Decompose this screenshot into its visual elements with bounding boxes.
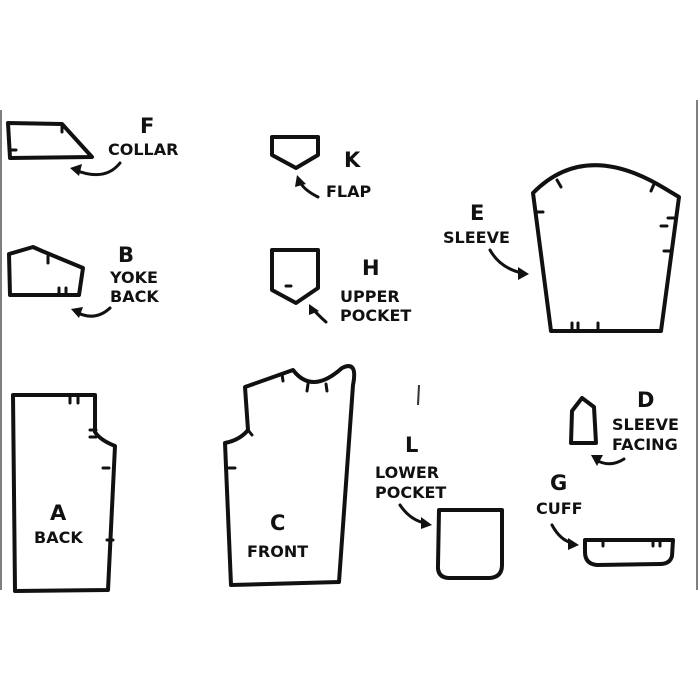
flap-shape: [270, 135, 320, 170]
collar-notches: [7, 122, 64, 152]
cuff-arrowhead: [568, 538, 579, 550]
cuff-name: CUFF: [536, 499, 583, 518]
front-notches: [227, 372, 329, 470]
sleeve-name: SLEEVE: [443, 228, 510, 247]
collar-arrowhead: [70, 164, 82, 176]
piece-b-yoke-back: B YOKE BACK: [7, 243, 159, 318]
piece-k-flap: K FLAP: [270, 135, 372, 201]
sleeve-facing-name-2: FACING: [612, 435, 678, 454]
collar-name: COLLAR: [108, 140, 178, 159]
yoke-back-arrowhead: [71, 307, 83, 318]
flap-letter: K: [344, 148, 361, 172]
upper-pocket-name-1: UPPER: [340, 287, 400, 306]
yoke-back-name-2: BACK: [110, 287, 159, 306]
sleeve-facing-letter: D: [637, 388, 654, 412]
sleeve-notches: [535, 178, 676, 333]
stray-mark: [417, 384, 420, 406]
piece-a-back: A BACK: [11, 393, 117, 593]
piece-d-sleeve-facing: D SLEEVE FACING: [569, 388, 679, 466]
yoke-back-letter: B: [118, 243, 134, 267]
yoke-back-notches: [46, 254, 68, 297]
sleeve-arrow: [488, 248, 524, 275]
back-name: BACK: [34, 528, 83, 547]
piece-c-front: C FRONT: [223, 364, 357, 587]
piece-g-cuff: G CUFF: [536, 471, 675, 567]
sleeve-facing-arrowhead: [591, 455, 603, 466]
lower-pocket-name-1: LOWER: [375, 463, 439, 482]
back-shape: [11, 393, 117, 593]
piece-e-sleeve: E SLEEVE: [443, 163, 681, 333]
piece-f-collar: F COLLAR: [6, 114, 178, 177]
piece-h-upper-pocket: H UPPER POCKET: [270, 248, 411, 325]
back-letter: A: [50, 501, 67, 525]
sleeve-letter: E: [470, 201, 484, 225]
upper-pocket-arrowhead: [309, 304, 319, 315]
upper-pocket-letter: H: [362, 256, 380, 280]
upper-pocket-name-2: POCKET: [340, 306, 411, 325]
lower-pocket-arrowhead: [421, 517, 432, 529]
collar-letter: F: [140, 114, 154, 138]
front-letter: C: [270, 511, 285, 535]
flap-arrowhead: [295, 175, 306, 187]
lower-pocket-name-2: POCKET: [375, 483, 446, 502]
sleeve-shape: [531, 163, 681, 333]
cuff-letter: G: [550, 471, 567, 495]
sleeve-facing-shape: [569, 396, 598, 445]
back-notches: [68, 394, 115, 542]
sleeve-arrowhead: [518, 267, 529, 280]
lower-pocket-letter: L: [405, 433, 418, 457]
flap-name: FLAP: [326, 182, 372, 201]
yoke-back-shape: [7, 245, 85, 297]
piece-l-lower-pocket: L LOWER POCKET: [375, 433, 504, 580]
lower-pocket-shape: [435, 508, 504, 580]
sleeve-facing-name-1: SLEEVE: [612, 415, 679, 434]
cuff-shape: [583, 538, 675, 567]
front-shape: [223, 364, 357, 587]
yoke-back-name-1: YOKE: [109, 268, 158, 287]
upper-pocket-shape: [270, 248, 320, 305]
front-name: FRONT: [247, 542, 308, 561]
cuff-notches: [601, 538, 662, 548]
collar-shape: [6, 121, 94, 160]
